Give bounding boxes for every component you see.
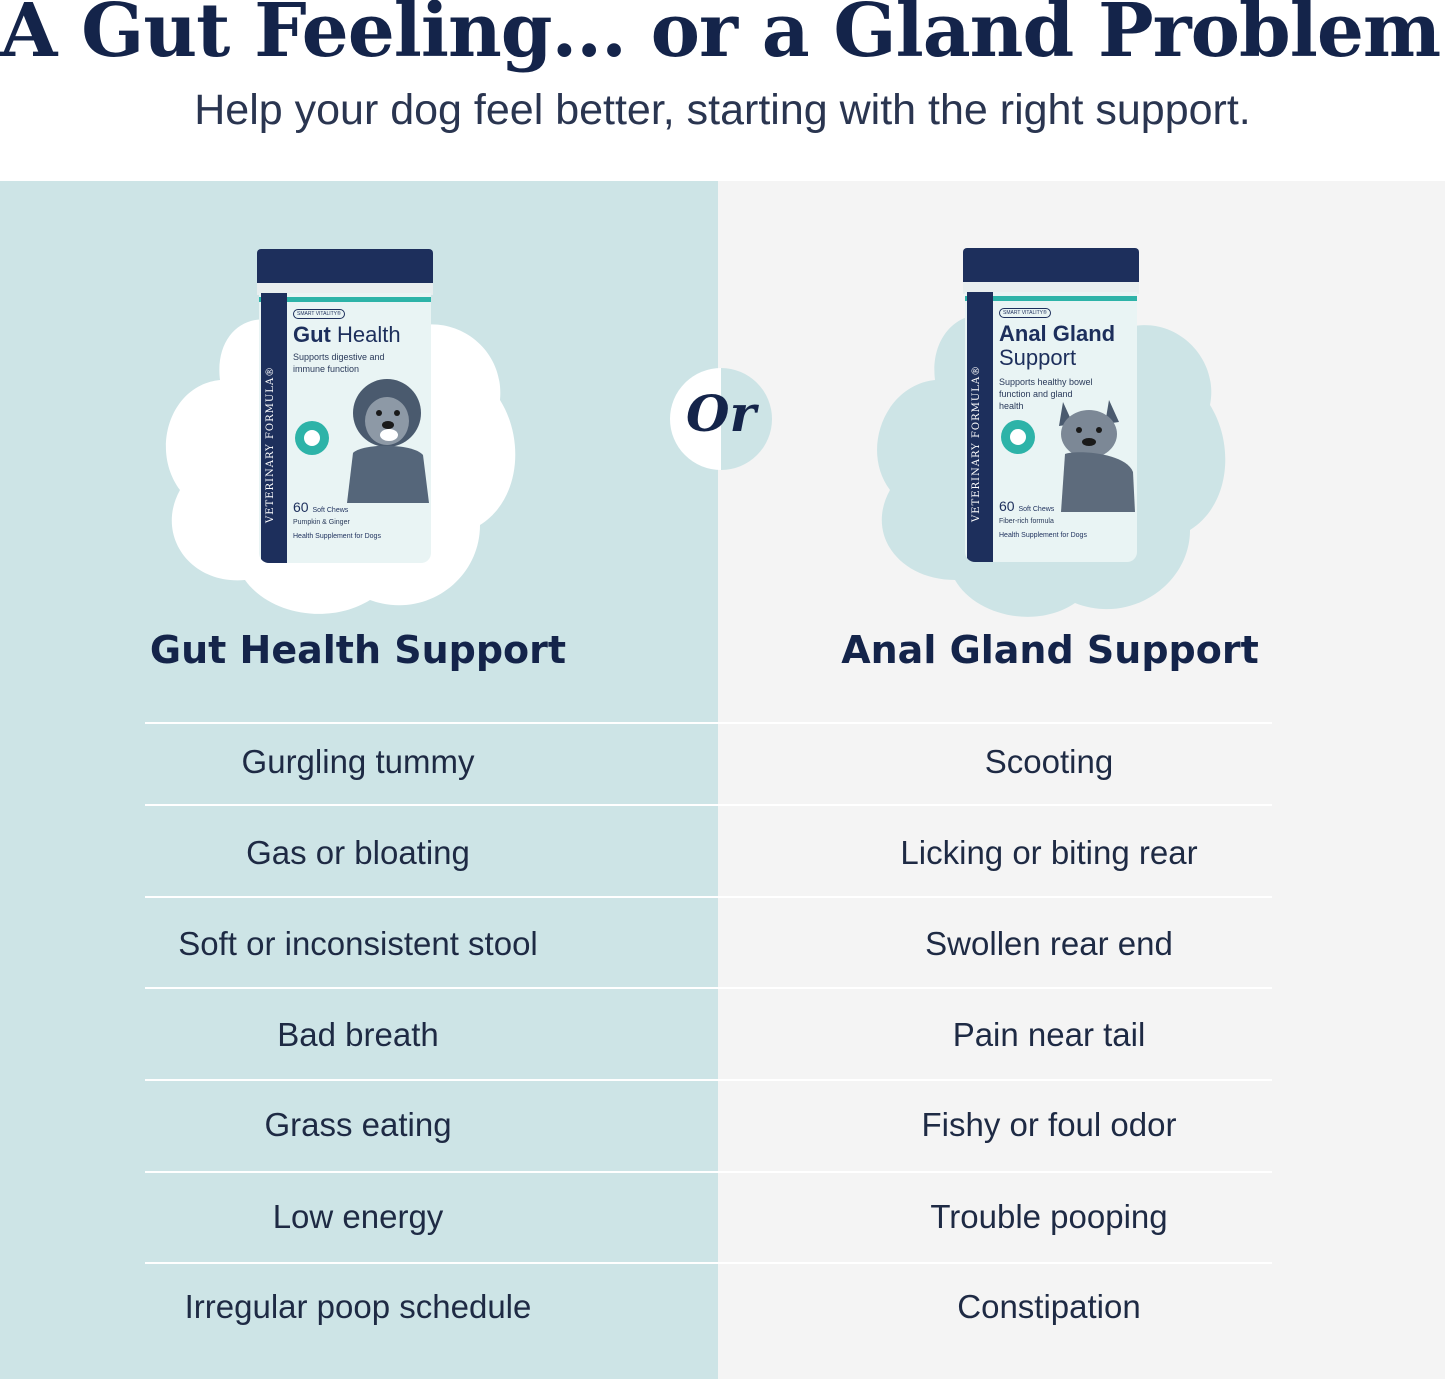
row-divider (145, 1079, 1272, 1081)
gut-symptom: Irregular poop schedule (184, 1288, 532, 1325)
chew-unit: Soft Chews (1018, 506, 1055, 513)
gland-symptom: Constipation (957, 1288, 1141, 1325)
row-divider (145, 896, 1272, 898)
jar-rim (257, 283, 433, 295)
french-bulldog-illustration-icon (1059, 400, 1135, 512)
row-divider (145, 722, 1272, 724)
product-footer: Health Supplement for Dogs (999, 532, 1087, 539)
row-divider (145, 804, 1272, 806)
product-flavor: Pumpkin & Ginger (293, 519, 350, 526)
jar-rim (963, 282, 1139, 294)
jar-lid (963, 248, 1139, 284)
spine-text: VETERINARY FORMULA® (265, 365, 276, 523)
product-footer: Health Supplement for Dogs (293, 533, 381, 540)
gut-symptom: Soft or inconsistent stool (178, 925, 538, 962)
golden-doodle-illustration-icon (347, 379, 429, 503)
product-name-bold: Anal Gland (999, 321, 1116, 346)
gland-symptom: Fishy or foul odor (921, 1106, 1177, 1143)
row-divider (145, 987, 1272, 989)
badge-half-right (721, 368, 772, 470)
brand-badge: SMART VITALITY® (999, 308, 1051, 318)
chew-count: 60 Soft Chews (293, 499, 348, 515)
spine-text: VETERINARY FORMULA® (971, 364, 982, 522)
gut-health-title: Gut Health Support (149, 628, 567, 672)
gut-health-product-jar: VETERINARY FORMULA® SMART VITALITY® Gut … (257, 249, 433, 567)
label-accent-band (965, 296, 1137, 301)
label-spine: VETERINARY FORMULA® (967, 292, 993, 562)
product-name-light: Support (999, 345, 1077, 370)
or-divider-badge: Or (670, 368, 772, 470)
chew-unit: Soft Chews (312, 507, 349, 514)
gut-symptom: Bad breath (277, 1016, 439, 1053)
gut-symptom: Grass eating (264, 1106, 452, 1143)
gland-symptom: Swollen rear end (925, 925, 1173, 962)
label-spine: VETERINARY FORMULA® (261, 293, 287, 563)
row-divider (145, 1262, 1272, 1264)
header: A Gut Feeling... or a Gland Problem? Hel… (0, 0, 1445, 181)
product-tagline: Supports digestive and immune function (293, 352, 385, 374)
gut-symptom: Low energy (272, 1198, 444, 1235)
gland-symptom: Licking or biting rear (900, 834, 1198, 871)
anal-gland-product-jar: VETERINARY FORMULA® SMART VITALITY® Anal… (963, 248, 1139, 566)
jar-lid (257, 249, 433, 285)
subheadline: Help your dog feel better, starting with… (194, 86, 1251, 134)
gland-symptom: Pain near tail (952, 1016, 1146, 1053)
gland-symptom: Scooting (984, 743, 1114, 780)
chew-count-number: 60 (293, 499, 309, 515)
label-accent-band (259, 297, 431, 302)
anal-gland-title: Anal Gland Support (841, 628, 1259, 672)
gut-symptom: Gas or bloating (246, 834, 470, 871)
brand-badge: SMART VITALITY® (293, 309, 345, 319)
product-formula: Fiber-rich formula (999, 518, 1054, 525)
badge-half-left (670, 368, 721, 470)
product-name-light: Health (337, 322, 401, 347)
product-tagline: Supports healthy bowel function and glan… (999, 377, 1093, 411)
jar-label: VETERINARY FORMULA® SMART VITALITY® Gut … (259, 293, 431, 563)
chew-count-number: 60 (999, 498, 1015, 514)
gut-symptom: Gurgling tummy (241, 743, 475, 780)
or-label: Or (686, 384, 756, 443)
product-name: Gut Health (293, 323, 401, 347)
vet-seal-icon (1001, 420, 1035, 454)
vet-seal-icon (295, 421, 329, 455)
headline: A Gut Feeling... or a Gland Problem? (0, 0, 1445, 74)
gland-symptom: Trouble pooping (930, 1198, 1168, 1235)
chew-count: 60 Soft Chews (999, 498, 1054, 514)
jar-label: VETERINARY FORMULA® SMART VITALITY® Anal… (965, 292, 1137, 562)
product-name-bold: Gut (293, 322, 331, 347)
row-divider (145, 1171, 1272, 1173)
